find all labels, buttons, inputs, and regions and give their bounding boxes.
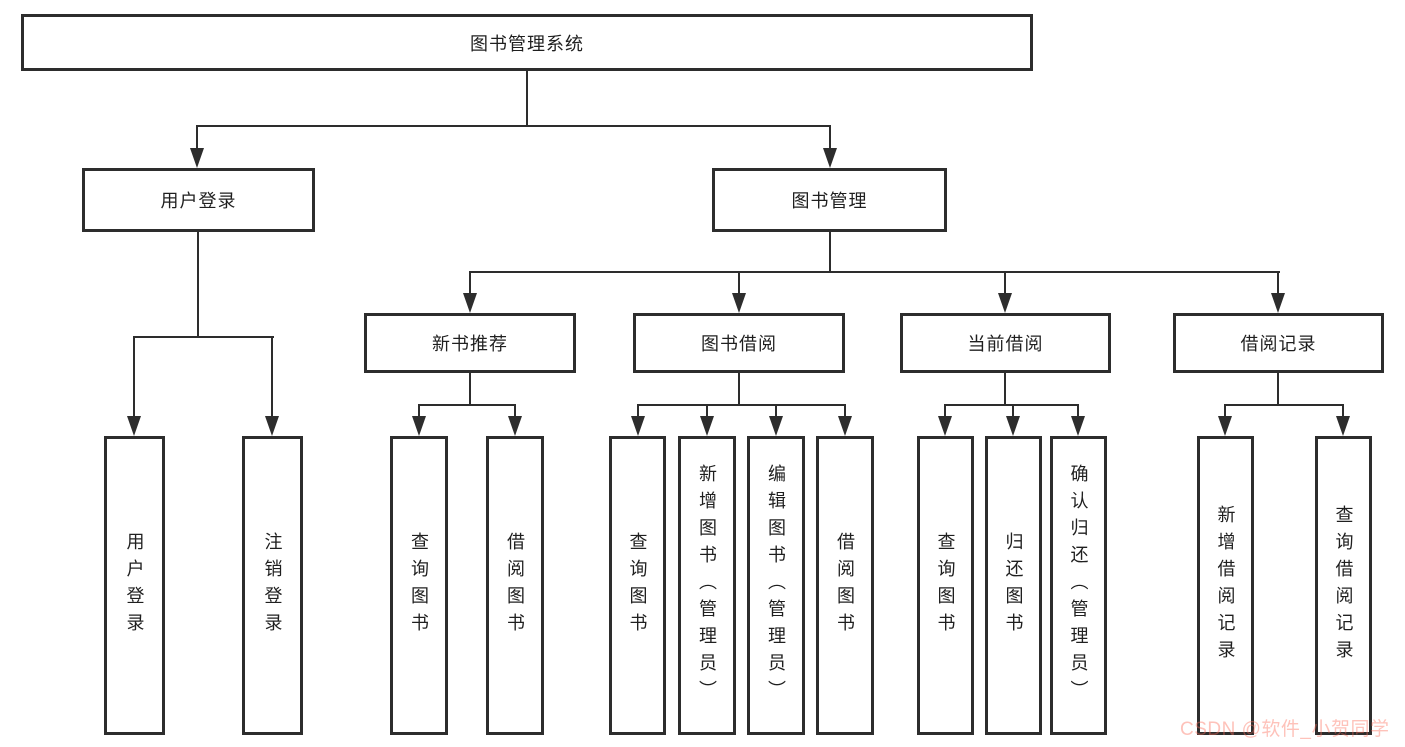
node-label: 图书借阅	[701, 334, 777, 354]
arrow-down-icon	[700, 416, 714, 436]
leaf-label: 编辑图书（管理员）	[766, 464, 786, 707]
connector-line	[1012, 404, 1014, 420]
leaf-query-borrow-record: 查询借阅记录	[1315, 436, 1372, 735]
leaf-add-borrow-record: 新增借阅记录	[1197, 436, 1254, 735]
leaf-return-books: 归还图书	[985, 436, 1042, 735]
node-label: 借阅记录	[1240, 334, 1317, 354]
leaf-user-login: 用户登录	[104, 436, 165, 735]
connector-line	[196, 125, 198, 152]
connector-line	[133, 336, 274, 338]
arrow-down-icon	[998, 293, 1012, 313]
connector-line	[418, 404, 516, 406]
connector-line	[1342, 404, 1344, 420]
node-label: 当前借阅	[967, 334, 1044, 354]
leaf-label: 注销登录	[262, 531, 283, 640]
leaf-label: 查询图书	[935, 531, 956, 640]
leaf-label: 借阅图书	[835, 531, 855, 640]
node-new-book-recommend: 新书推荐	[364, 313, 576, 373]
leaf-borrow-books-recommend: 借阅图书	[486, 436, 544, 735]
connector-line	[775, 404, 777, 420]
leaf-label: 新增借阅记录	[1215, 504, 1236, 667]
node-user-login: 用户登录	[82, 168, 315, 232]
arrow-down-icon	[631, 416, 645, 436]
leaf-label: 查询图书	[409, 531, 429, 640]
connector-line	[829, 125, 831, 152]
connector-line	[637, 404, 846, 406]
connector-line	[526, 71, 528, 127]
leaf-confirm-return-admin: 确认归还（管理员）	[1050, 436, 1107, 735]
arrow-down-icon	[1218, 416, 1232, 436]
node-label: 新书推荐	[432, 334, 508, 354]
node-library-management-system: 图书管理系统	[21, 14, 1033, 71]
connector-line	[469, 271, 471, 297]
leaf-edit-books-admin: 编辑图书（管理员）	[747, 436, 805, 735]
leaf-label: 确认归还（管理员）	[1068, 464, 1089, 707]
node-current-borrowing: 当前借阅	[900, 313, 1111, 373]
connector-line	[1224, 404, 1226, 420]
connector-line	[418, 404, 420, 420]
connector-line	[514, 404, 516, 420]
leaf-label: 借阅图书	[505, 531, 525, 640]
arrow-down-icon	[732, 293, 746, 313]
leaf-label: 新增图书（管理员）	[697, 464, 717, 707]
connector-line	[469, 271, 1280, 273]
arrow-down-icon	[1271, 293, 1285, 313]
arrow-down-icon	[127, 416, 141, 436]
leaf-borrow-books-borrowing: 借阅图书	[816, 436, 874, 735]
arrow-down-icon	[938, 416, 952, 436]
leaf-label: 查询图书	[627, 531, 648, 640]
node-label: 图书管理	[791, 191, 868, 211]
arrow-down-icon	[823, 148, 837, 168]
connector-line	[1277, 271, 1279, 297]
arrow-down-icon	[769, 416, 783, 436]
connector-line	[1224, 404, 1343, 406]
connector-line	[133, 336, 135, 420]
node-borrowing-records: 借阅记录	[1173, 313, 1384, 373]
connector-line	[1004, 271, 1006, 297]
connector-line	[271, 336, 273, 420]
connector-line	[706, 404, 708, 420]
leaf-logout: 注销登录	[242, 436, 303, 735]
arrow-down-icon	[1336, 416, 1350, 436]
leaf-label: 用户登录	[124, 531, 145, 640]
leaf-query-books-recommend: 查询图书	[390, 436, 448, 735]
node-book-borrowing: 图书借阅	[633, 313, 845, 373]
connector-line	[738, 373, 740, 406]
arrow-down-icon	[1071, 416, 1085, 436]
connector-line	[1077, 404, 1079, 420]
connector-line	[944, 404, 1079, 406]
leaf-add-books-admin: 新增图书（管理员）	[678, 436, 736, 735]
arrow-down-icon	[190, 148, 204, 168]
arrow-down-icon	[838, 416, 852, 436]
arrow-down-icon	[508, 416, 522, 436]
connector-line	[844, 404, 846, 420]
node-book-management: 图书管理	[712, 168, 947, 232]
connector-line	[944, 404, 946, 420]
node-label: 用户登录	[160, 191, 237, 211]
arrow-down-icon	[412, 416, 426, 436]
connector-line	[197, 232, 199, 338]
node-label: 图书管理系统	[470, 33, 584, 54]
connector-line	[469, 373, 471, 406]
leaf-query-books-current: 查询图书	[917, 436, 974, 735]
arrow-down-icon	[463, 293, 477, 313]
arrow-down-icon	[1006, 416, 1020, 436]
connector-line	[1004, 373, 1006, 406]
connector-line	[1277, 373, 1279, 406]
connector-line	[637, 404, 639, 420]
leaf-label: 查询借阅记录	[1333, 504, 1354, 667]
csdn-watermark: CSDN @软件_小贺同学	[1180, 719, 1390, 740]
leaf-query-books-borrowing: 查询图书	[609, 436, 666, 735]
leaf-label: 归还图书	[1003, 531, 1024, 640]
connector-line	[829, 232, 831, 273]
connector-line	[738, 271, 740, 297]
arrow-down-icon	[265, 416, 279, 436]
connector-line	[196, 125, 831, 127]
